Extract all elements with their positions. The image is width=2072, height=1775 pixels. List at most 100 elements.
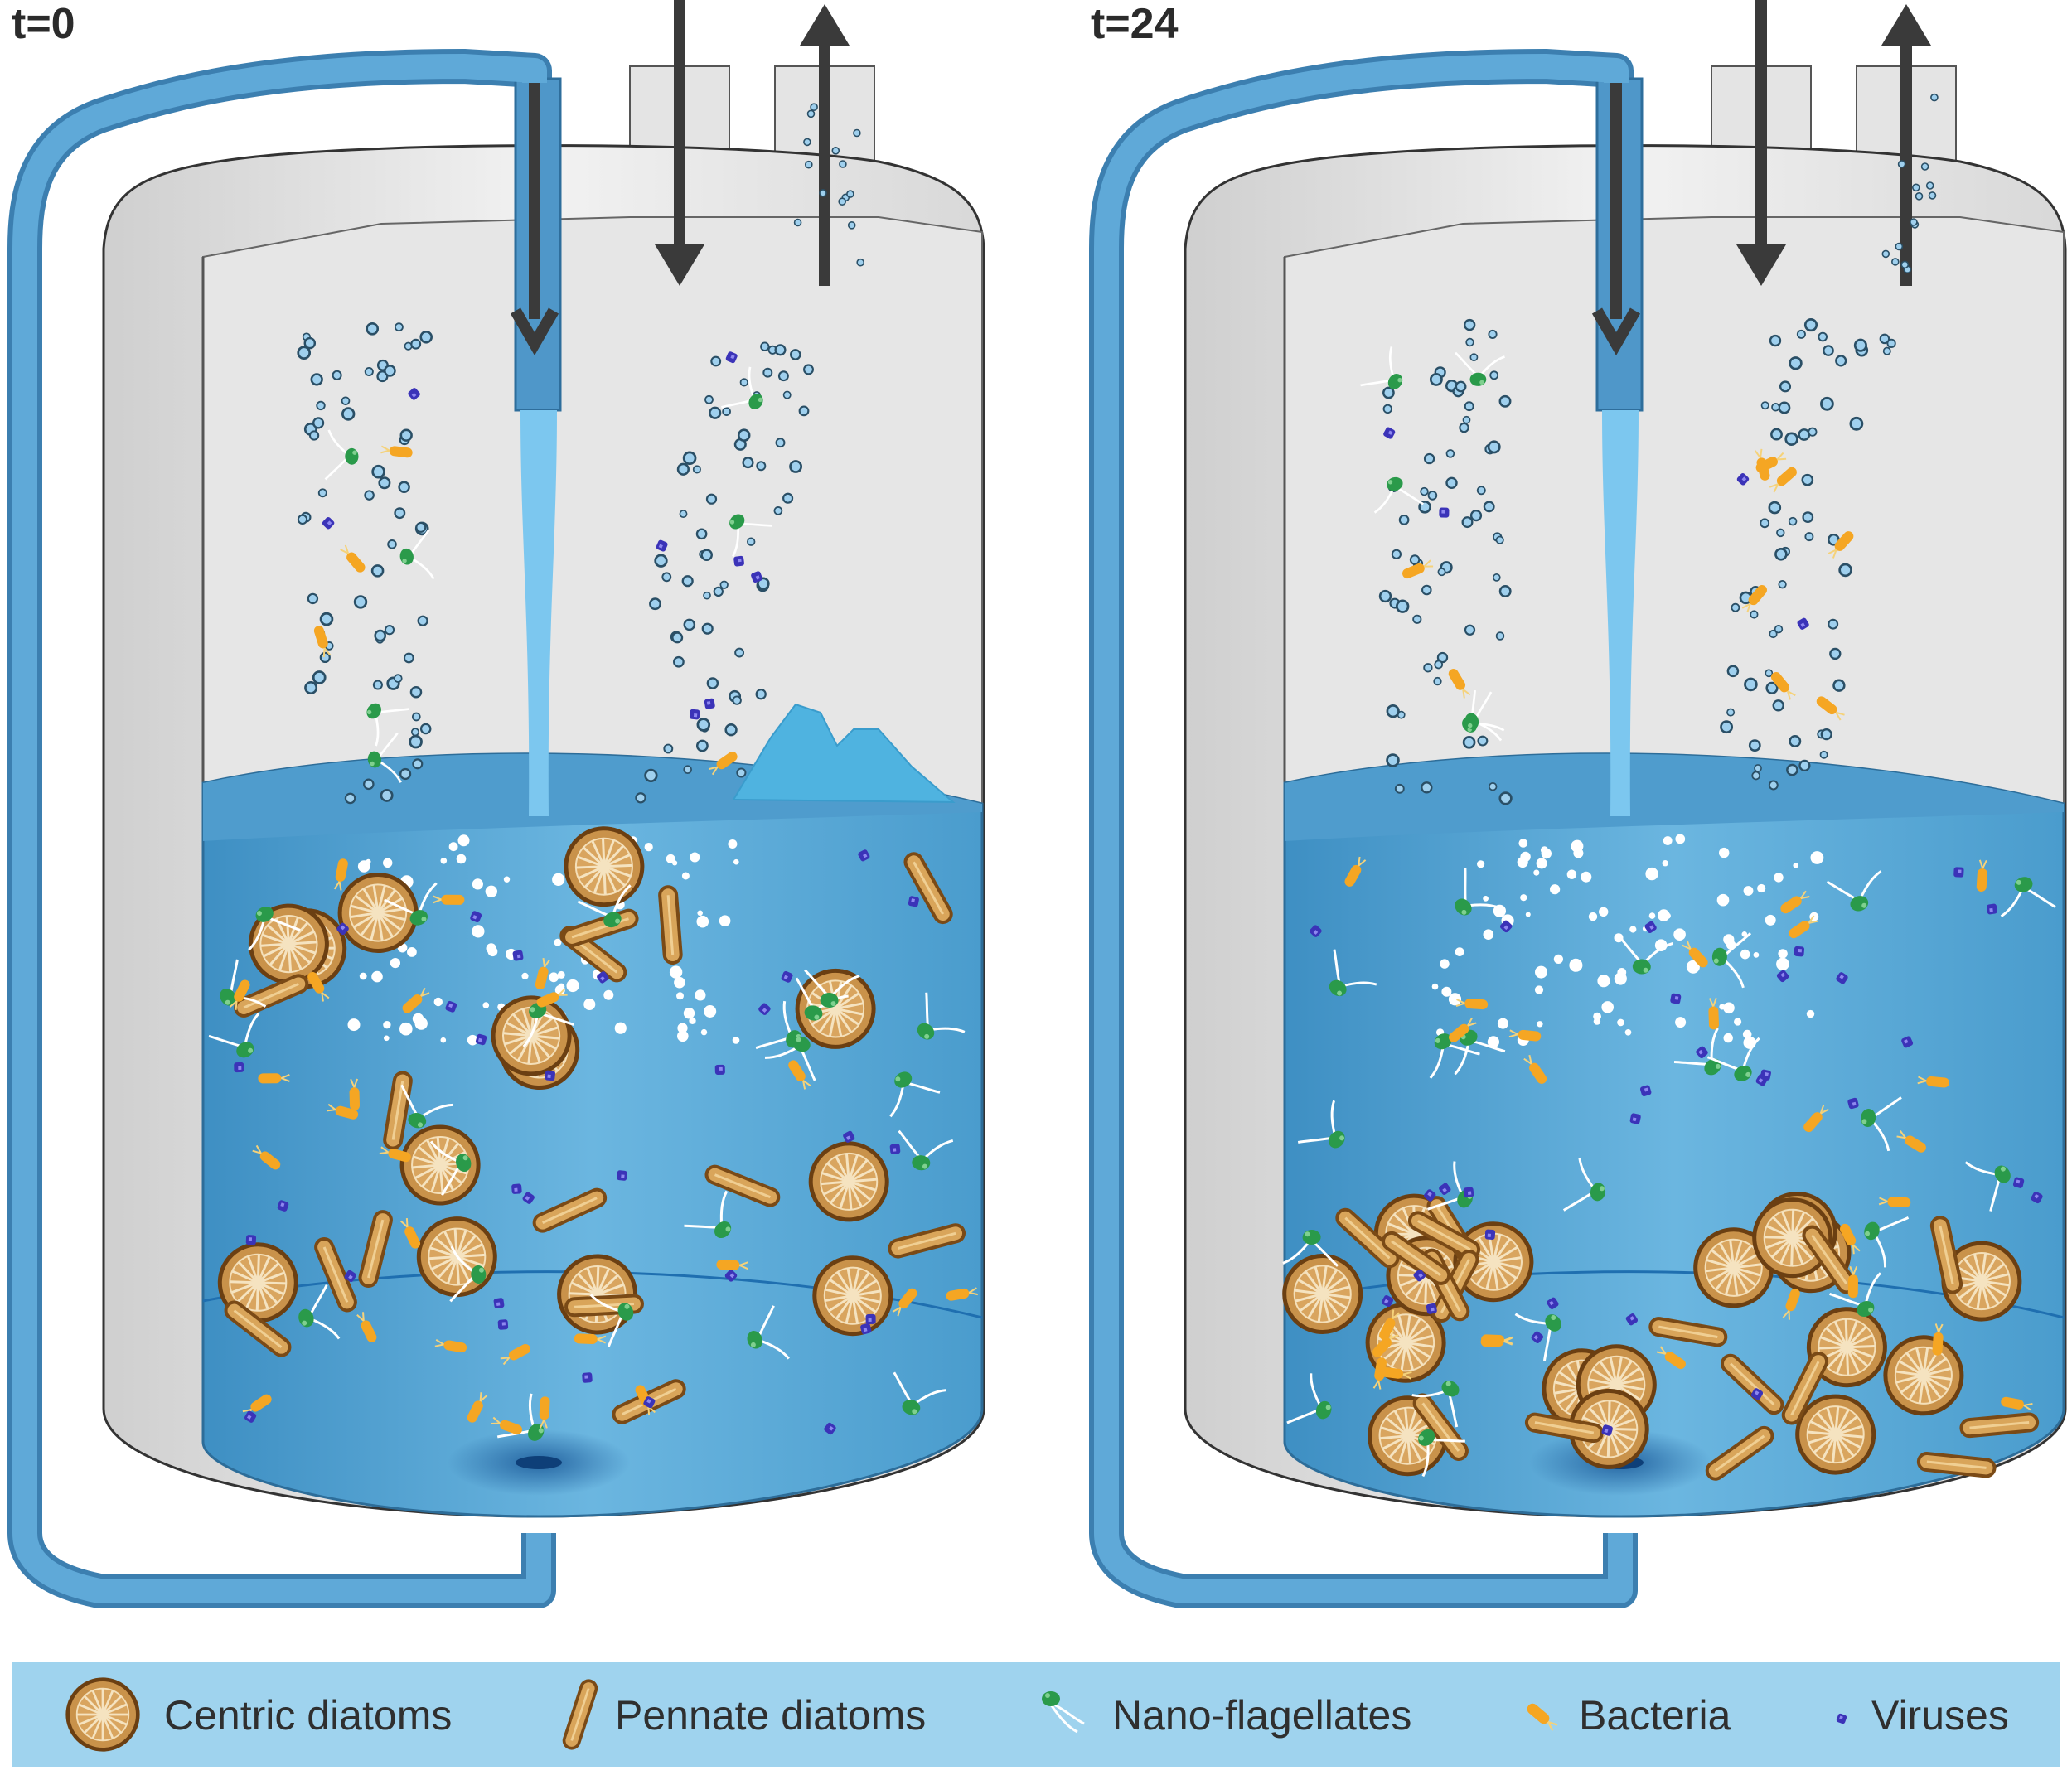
bubble — [1445, 476, 1458, 490]
virus — [1986, 903, 1998, 915]
bubble — [1386, 753, 1400, 767]
bubble — [1386, 704, 1400, 718]
bubble — [1798, 428, 1811, 441]
bubble — [374, 629, 387, 642]
bubble — [1925, 181, 1934, 190]
bubble — [1488, 329, 1498, 339]
feed-arrow-down — [1591, 79, 1641, 356]
bubble — [706, 677, 719, 689]
bubble — [1409, 554, 1421, 565]
virus — [545, 1070, 556, 1081]
bubble — [1796, 329, 1806, 339]
bubble — [399, 428, 413, 442]
bubble — [1881, 249, 1890, 259]
bubble — [1423, 663, 1433, 673]
bubble — [1498, 394, 1512, 408]
bubble — [1394, 783, 1405, 794]
bubble — [696, 718, 711, 732]
flow-arrows — [510, 0, 850, 356]
virus — [245, 1235, 257, 1245]
bubble — [1492, 573, 1501, 582]
bubble — [1464, 318, 1476, 331]
bubble — [736, 767, 747, 778]
bubble — [1498, 585, 1512, 597]
bubble — [1828, 618, 1839, 630]
bubble — [384, 365, 396, 377]
bubble — [310, 373, 323, 386]
bubble — [1726, 665, 1740, 678]
bubble — [773, 506, 783, 515]
bubble — [1772, 699, 1784, 712]
virus — [733, 555, 745, 567]
nano-flagellate-icon — [1042, 1691, 1085, 1734]
bubble — [419, 331, 433, 344]
bubble — [737, 428, 751, 442]
bubble — [341, 396, 351, 406]
bubble — [1495, 631, 1505, 641]
outflow-arrow-up — [800, 4, 850, 46]
bubble — [681, 575, 694, 588]
bubble — [756, 461, 767, 472]
bubble — [679, 510, 688, 519]
bubble — [394, 507, 406, 520]
bubble — [1437, 568, 1446, 577]
ice-floe — [732, 703, 956, 804]
reactor-t0 — [7, 0, 985, 1608]
bubble — [1786, 763, 1798, 776]
inflow-stream — [520, 410, 557, 816]
bubble — [1461, 516, 1474, 529]
legend-item-nano-flagellates: Nano-flagellates — [1042, 1691, 1411, 1739]
bubble — [1820, 728, 1832, 741]
pennate-diatom — [657, 884, 684, 965]
panel-right-time-label: t=24 — [1091, 0, 1179, 48]
virus — [1794, 946, 1805, 957]
bubble — [1835, 355, 1847, 367]
bubble — [635, 792, 646, 804]
bubble — [1423, 452, 1435, 465]
bubble — [394, 322, 404, 332]
bubble — [1768, 501, 1782, 515]
bubble — [1477, 735, 1489, 747]
bubble — [775, 438, 786, 448]
bubble — [1476, 486, 1486, 496]
bubble — [344, 792, 356, 805]
bubble — [317, 488, 327, 498]
virus — [234, 1062, 244, 1073]
virus — [497, 1319, 509, 1330]
virus — [1669, 993, 1682, 1005]
bubble — [724, 723, 738, 737]
bubble — [1770, 428, 1783, 441]
outflow-arrow-up — [1881, 4, 1931, 46]
water-surface — [1285, 753, 2064, 841]
bubble — [394, 674, 403, 683]
bubble — [307, 592, 319, 605]
bubble — [701, 622, 714, 635]
bubble — [1803, 318, 1818, 332]
bubble — [1776, 528, 1785, 538]
bubble — [682, 451, 697, 466]
bubble — [1434, 660, 1444, 670]
bubble — [412, 758, 424, 770]
virus — [865, 1313, 876, 1324]
bubble — [803, 364, 814, 375]
bubble — [398, 481, 410, 494]
bubble — [387, 539, 397, 549]
bubble — [417, 615, 428, 626]
bubble — [747, 537, 756, 546]
bubble — [1838, 563, 1852, 578]
bubble — [384, 625, 395, 636]
bubble — [1818, 331, 1828, 342]
bubble — [676, 462, 690, 476]
bubble — [399, 767, 412, 781]
legend-label: Centric diatoms — [164, 1692, 452, 1739]
bubble — [312, 417, 325, 429]
bubble — [810, 103, 818, 111]
bubble — [1820, 396, 1834, 411]
bubble — [1900, 260, 1910, 269]
bubble — [1382, 386, 1395, 399]
bubble — [364, 366, 374, 377]
bubble — [1398, 515, 1410, 525]
bubble — [370, 564, 385, 578]
bubble — [762, 367, 773, 378]
bubble — [1779, 380, 1792, 393]
